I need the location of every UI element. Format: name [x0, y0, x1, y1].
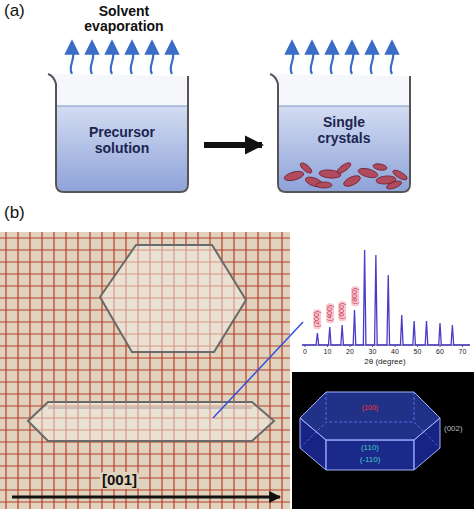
photo-ground: [0, 232, 290, 509]
tick-label: 40: [391, 348, 399, 356]
tick-label-text: 50: [414, 348, 422, 356]
beaker: Precursor solution: [46, 72, 198, 194]
evaporation-arrow: [291, 47, 294, 74]
peak-index-text: (800): [351, 286, 359, 306]
panel-label-text: (a): [4, 2, 25, 21]
facet-index: (110): [361, 444, 379, 453]
tick-label: 60: [436, 348, 444, 356]
evaporation-arrow: [331, 47, 334, 74]
xrd-pattern: [302, 250, 470, 345]
photo-grid: [0, 232, 290, 509]
leader-line: [213, 322, 303, 418]
tick-label-text: 60: [436, 348, 444, 356]
solution: [57, 106, 187, 191]
tick-label: 70: [459, 348, 467, 356]
tick-label: 20: [346, 348, 354, 356]
peak-index: (200): [314, 309, 322, 329]
tick-label-text: 70: [459, 348, 467, 356]
crystal: [385, 179, 402, 190]
peak-index-text: (600): [338, 301, 346, 321]
peak-index: (800): [351, 286, 359, 306]
evaporation-arrow: [371, 47, 374, 74]
evaporation-arrow: [111, 47, 114, 74]
crystal: [299, 161, 314, 175]
tick-label: 50: [414, 348, 422, 356]
facet-index-text: (002): [444, 425, 463, 434]
facet-index-text: (-110): [360, 456, 381, 465]
crystal: [283, 170, 304, 183]
facet-index: (002): [444, 425, 463, 434]
panel-label-text: (b): [4, 204, 25, 223]
tick-label: 10: [324, 348, 332, 356]
tick-label: 0: [303, 348, 307, 356]
grid-line: [0, 369, 290, 370]
beaker: Single crystals: [268, 72, 420, 194]
crystal: [316, 182, 332, 188]
model-panel: [292, 372, 474, 509]
facet-index: (-110): [360, 456, 381, 465]
direction-label-text: [001]: [100, 472, 139, 489]
axis-title-text: 2θ (degree): [364, 358, 405, 367]
evaporation-arrow: [351, 47, 354, 74]
evaporation-arrows: [71, 47, 394, 74]
tick-label-text: 30: [369, 348, 377, 356]
crystal: [392, 168, 409, 181]
grid-line: [0, 453, 290, 454]
crystal: [28, 402, 274, 441]
peak-index: (600): [338, 301, 346, 321]
direction-arrow: [12, 496, 280, 499]
solution: [279, 106, 409, 191]
tick-label: 30: [369, 348, 377, 356]
tick-label-text: 20: [346, 348, 354, 356]
facet-index-text: (110): [361, 444, 379, 453]
xrd-panel: [292, 232, 474, 370]
evaporation-arrow: [131, 47, 134, 74]
tick-label-text: 10: [324, 348, 332, 356]
grid-line: [0, 393, 290, 394]
panel-label: (a): [4, 2, 25, 21]
evaporation-arrow: [391, 47, 394, 74]
evaporation-arrow: [91, 47, 94, 74]
peak-index-text: (400): [326, 303, 334, 323]
tick-label-text: 40: [391, 348, 399, 356]
grid-line: [0, 465, 290, 466]
grid-line: [0, 357, 290, 358]
evaporation-arrow: [71, 47, 74, 74]
axis-title: 2θ (degree): [364, 358, 405, 367]
beaker-label: Precursor solution: [77, 124, 167, 156]
grid-line: [0, 237, 290, 238]
xrd-plot: [302, 250, 470, 347]
facet-index-text: (100): [362, 404, 378, 412]
evaporation-arrow: [151, 47, 154, 74]
panel-label: (b): [4, 204, 25, 223]
tick-label-text: 0: [303, 348, 307, 356]
direction-label: [001]: [100, 472, 139, 489]
crystal: [336, 161, 353, 175]
grid-line: [0, 501, 290, 502]
grid-line: [0, 477, 290, 478]
evaporation-arrow: [311, 47, 314, 74]
crystal: [373, 163, 388, 171]
peak-index-text: (200): [314, 309, 322, 329]
beaker-label: Single crystals: [299, 114, 389, 146]
process-note-text: Solvent evaporation: [74, 4, 174, 35]
process-arrow: [204, 142, 262, 148]
peak-index: (400): [326, 303, 334, 323]
facet-index: (100): [362, 404, 378, 412]
evaporation-arrow: [171, 47, 174, 74]
crystal: [342, 174, 362, 189]
process-note: Solvent evaporation: [74, 4, 174, 35]
axis-tick: [440, 345, 441, 347]
crystal-model: [300, 392, 440, 470]
crystal: [100, 245, 246, 352]
grid-line: [0, 489, 290, 490]
